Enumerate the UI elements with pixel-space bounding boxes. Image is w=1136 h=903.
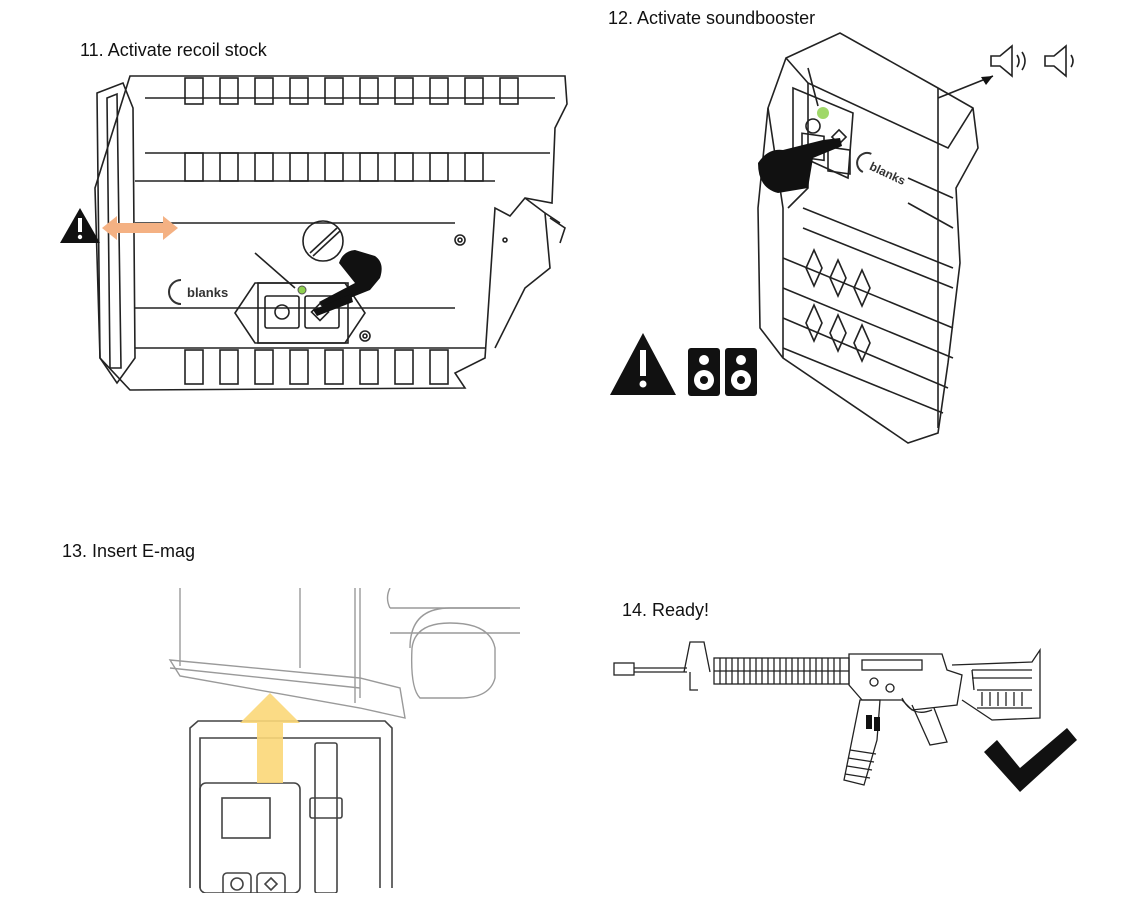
- step-11-title: 11. Activate recoil stock: [80, 40, 267, 60]
- svg-text:blanks: blanks: [867, 159, 908, 188]
- speaker-box-icon: [688, 348, 720, 396]
- led-indicator: [817, 107, 829, 119]
- double-arrow-icon: [102, 216, 178, 240]
- blanks-logo: blanks: [856, 151, 908, 188]
- hand-pointer-icon: [313, 250, 382, 316]
- step-13-title: 13. Insert E-mag: [62, 541, 196, 561]
- warning-icon: [60, 208, 100, 243]
- svg-text:blanks: blanks: [187, 285, 228, 300]
- recoil-stock-figure: blanks: [55, 68, 585, 398]
- speaker-icon: [1044, 44, 1074, 78]
- blanks-logo: blanks: [168, 279, 228, 305]
- speaker-icon: [990, 44, 1026, 78]
- step-14-title: 14. Ready!: [622, 600, 710, 620]
- led-indicator: [297, 285, 307, 295]
- step-12-title: 12. Activate soundbooster: [608, 8, 816, 28]
- speaker-box-icon: [725, 348, 757, 396]
- soundbooster-figure: blanks: [608, 28, 1088, 448]
- checkmark-icon: [984, 728, 1077, 792]
- up-arrow-icon: [240, 693, 300, 783]
- emag-insert-figure: [160, 588, 520, 893]
- warning-icon: [610, 333, 676, 395]
- hand-pointer-icon: [758, 138, 842, 193]
- rifle-figure: [612, 630, 1082, 800]
